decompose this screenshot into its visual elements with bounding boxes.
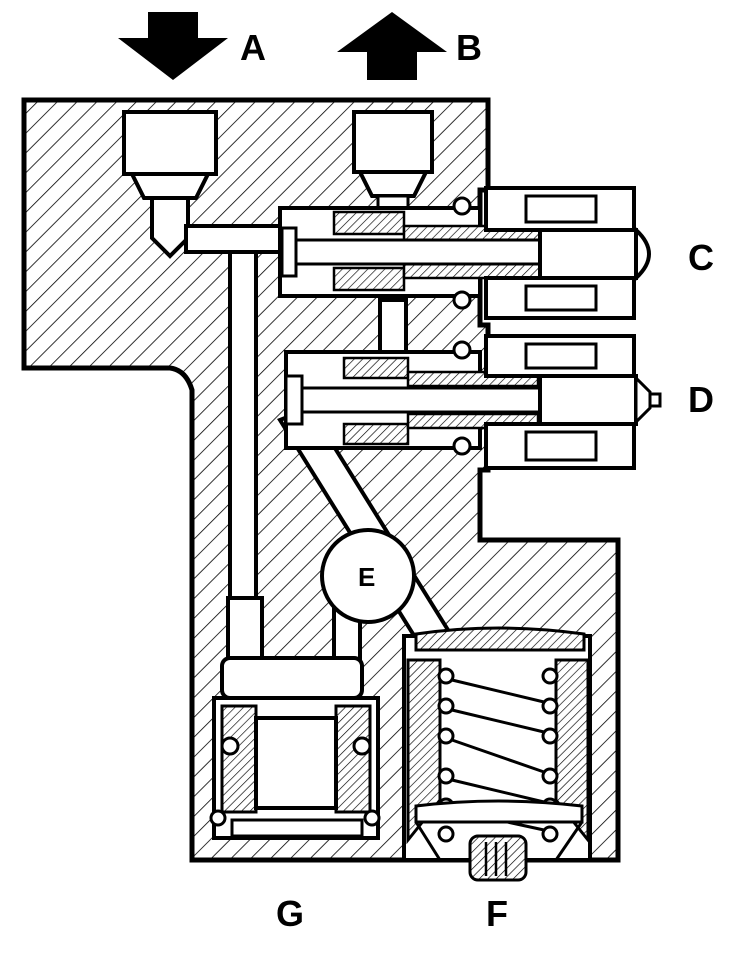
label-c: C [688,237,714,278]
arrow-b-icon [337,12,447,80]
label-g: G [276,893,304,934]
port-a-cavity [122,110,218,259]
solenoid-valve-d [284,334,662,470]
label-d: D [688,379,714,420]
arrow-a-icon [118,12,228,80]
label-a: A [240,27,266,68]
port-b-cavity [352,110,434,222]
ball-e [320,528,416,624]
label-b: B [456,27,482,68]
label-e: E [358,562,375,592]
label-f: F [486,893,508,934]
solenoid-valve-c [278,186,651,320]
spring-valve-f-assembly [402,626,592,882]
valve-g-assembly [209,596,381,840]
